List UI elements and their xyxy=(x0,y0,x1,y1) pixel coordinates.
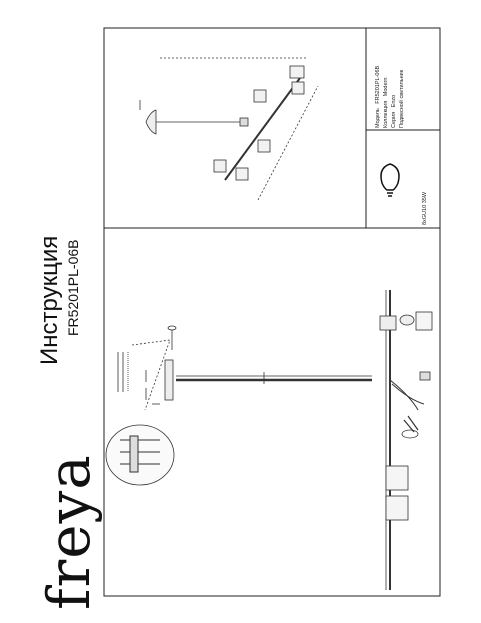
spec-value: Modern xyxy=(383,77,389,97)
page-title: Инструкция xyxy=(36,235,63,365)
brand-logo: freya xyxy=(35,454,103,610)
bulb-spec: 8xGU10 35W xyxy=(422,191,428,225)
wiring-detail xyxy=(105,424,175,486)
assembly-drawing xyxy=(105,290,433,590)
bracket-top xyxy=(379,315,397,331)
dimension-line-diagonal xyxy=(257,85,319,201)
mounting-bracket xyxy=(164,359,174,401)
spec-row: Серия Enzo xyxy=(391,94,398,128)
ceiling-canopy xyxy=(145,109,157,135)
fixture-bar xyxy=(224,77,301,181)
spec-label: Серия xyxy=(391,111,397,128)
page-border xyxy=(103,27,441,597)
fixture-drawing xyxy=(139,57,319,201)
spot-bottom-1 xyxy=(385,465,409,491)
cap-block xyxy=(415,311,433,331)
spec-row: Подвесной светильник xyxy=(399,69,406,128)
spec-value: FR5201PL-06B xyxy=(375,65,381,104)
spec-row: Коллекция Modern xyxy=(383,77,390,128)
spot-heads xyxy=(213,65,305,181)
spec-value: Подвесной светильник xyxy=(399,69,405,128)
spec-value: Enzo xyxy=(391,94,397,108)
spec-label: Коллекция xyxy=(383,100,389,128)
spot-bottom-2 xyxy=(385,495,409,521)
screw-strip xyxy=(117,352,129,392)
bulb-icon xyxy=(380,163,400,197)
spec-label: Модель xyxy=(375,108,381,128)
model-code: FR5201PL-06B xyxy=(65,239,81,336)
spec-row: Модель FR5201PL-06B xyxy=(375,65,382,128)
